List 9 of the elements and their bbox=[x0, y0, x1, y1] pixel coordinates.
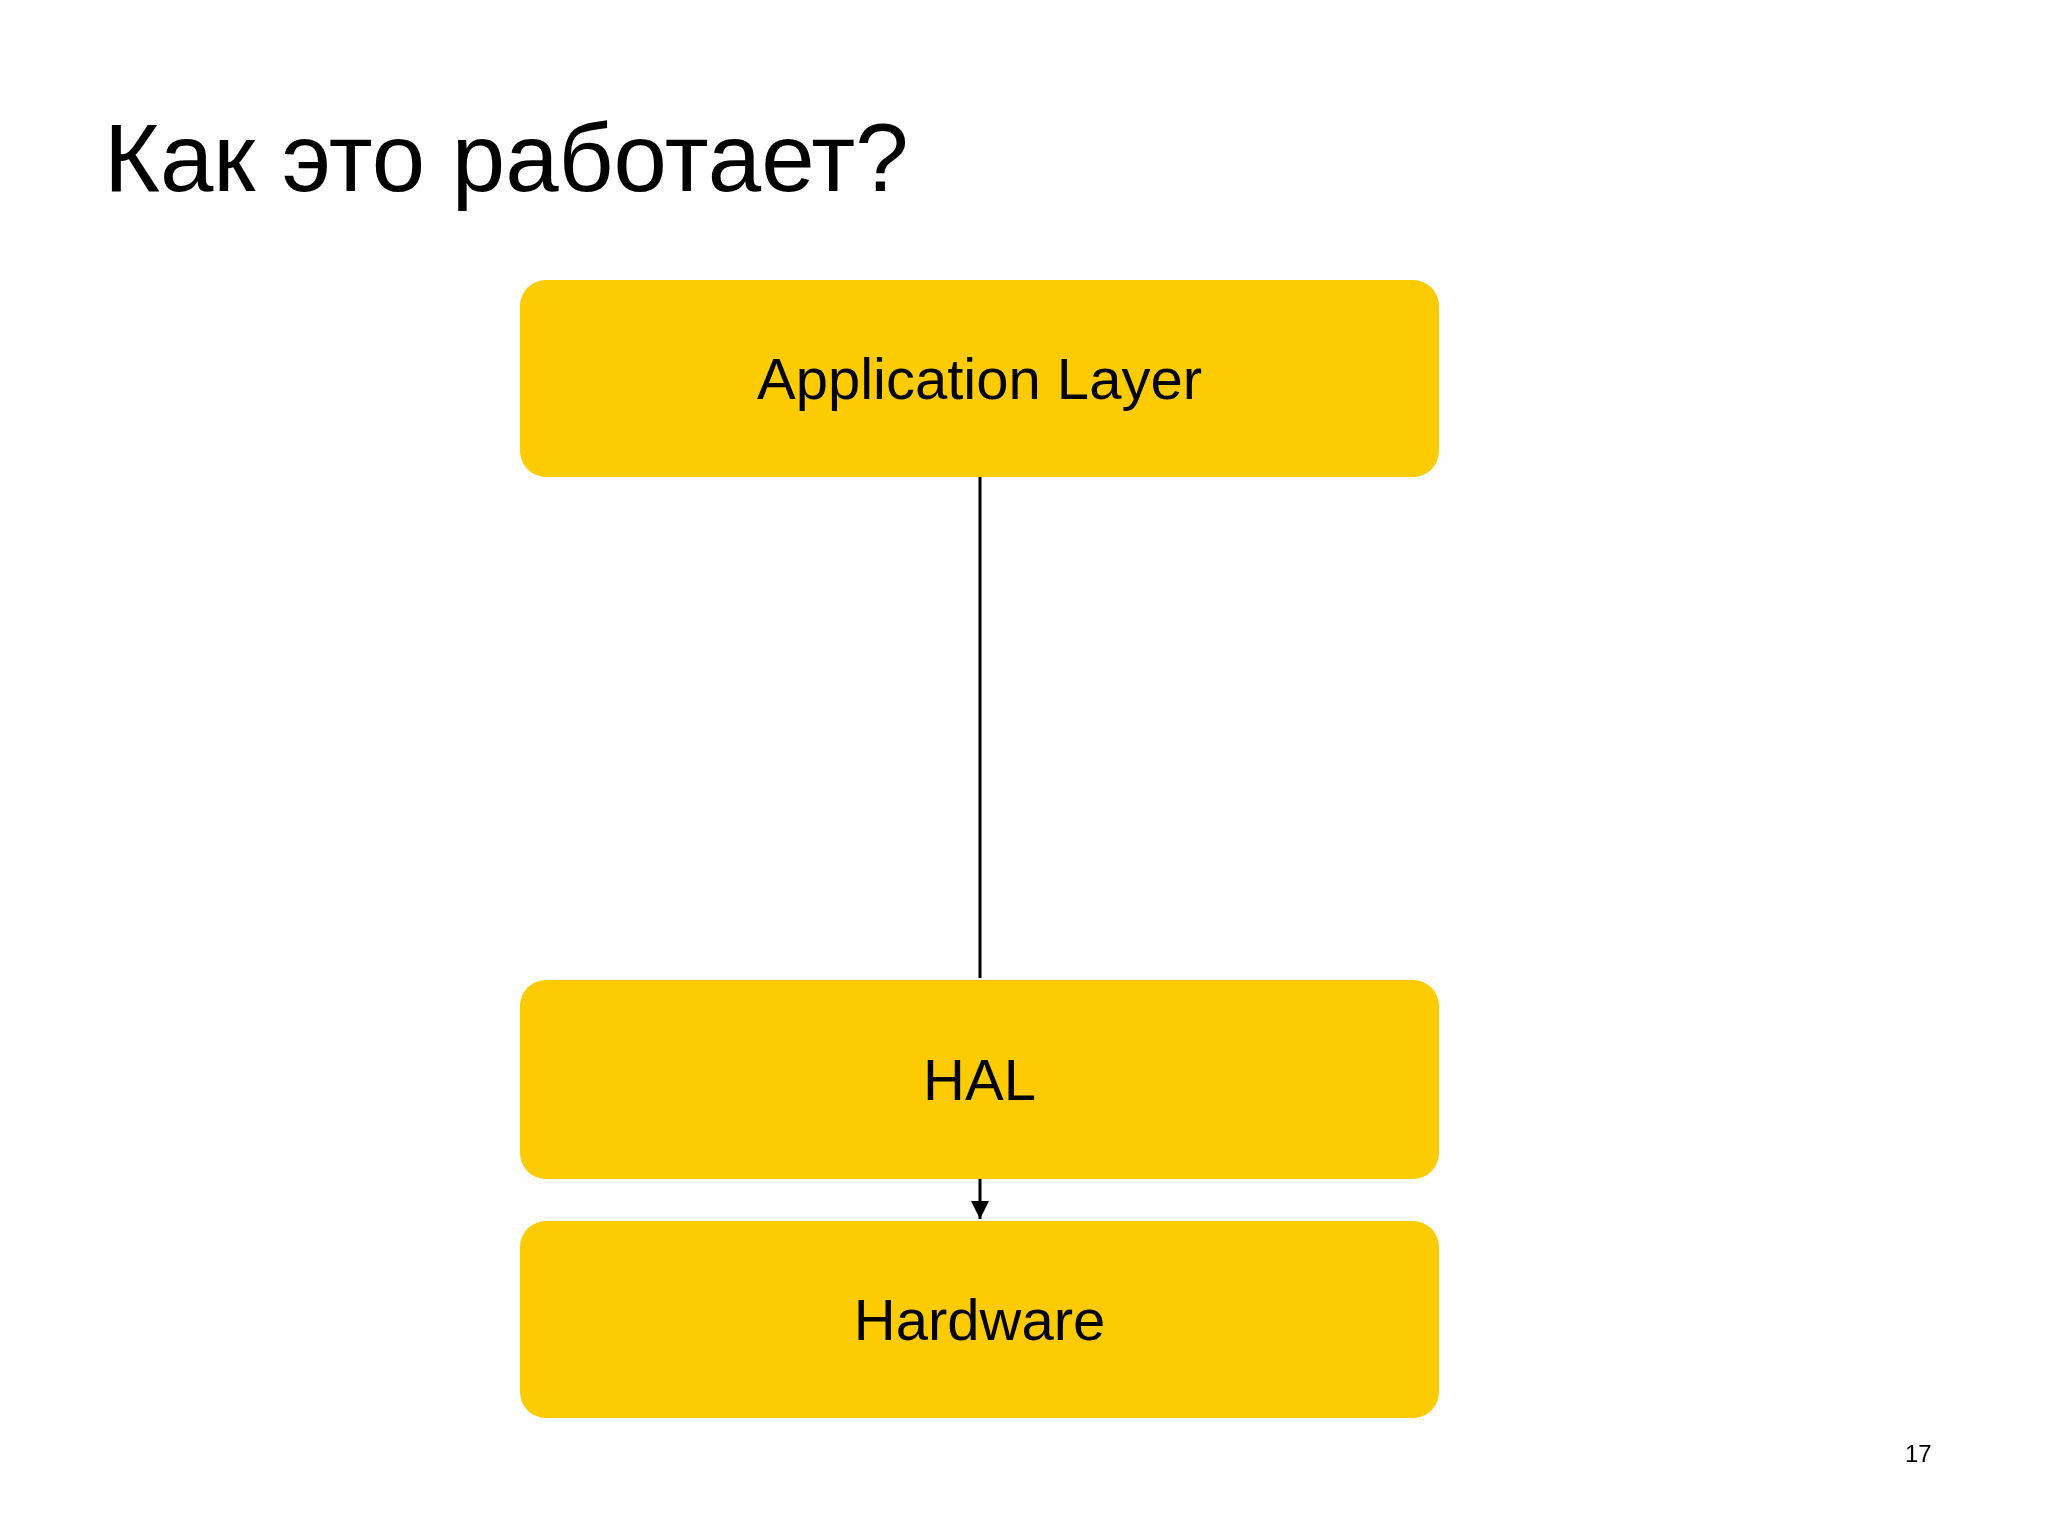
slide-title: Как это работает? bbox=[104, 103, 909, 213]
layer-box bbox=[520, 280, 1439, 477]
layer-label: HAL bbox=[923, 1046, 1036, 1113]
page-number: 17 bbox=[1905, 1440, 1932, 1468]
layer-box bbox=[520, 980, 1439, 1179]
layer-label: Hardware bbox=[853, 1286, 1106, 1353]
arrow bbox=[971, 1179, 989, 1219]
layer-box bbox=[520, 1221, 1439, 1418]
layer-label: Application Layer bbox=[757, 345, 1202, 412]
